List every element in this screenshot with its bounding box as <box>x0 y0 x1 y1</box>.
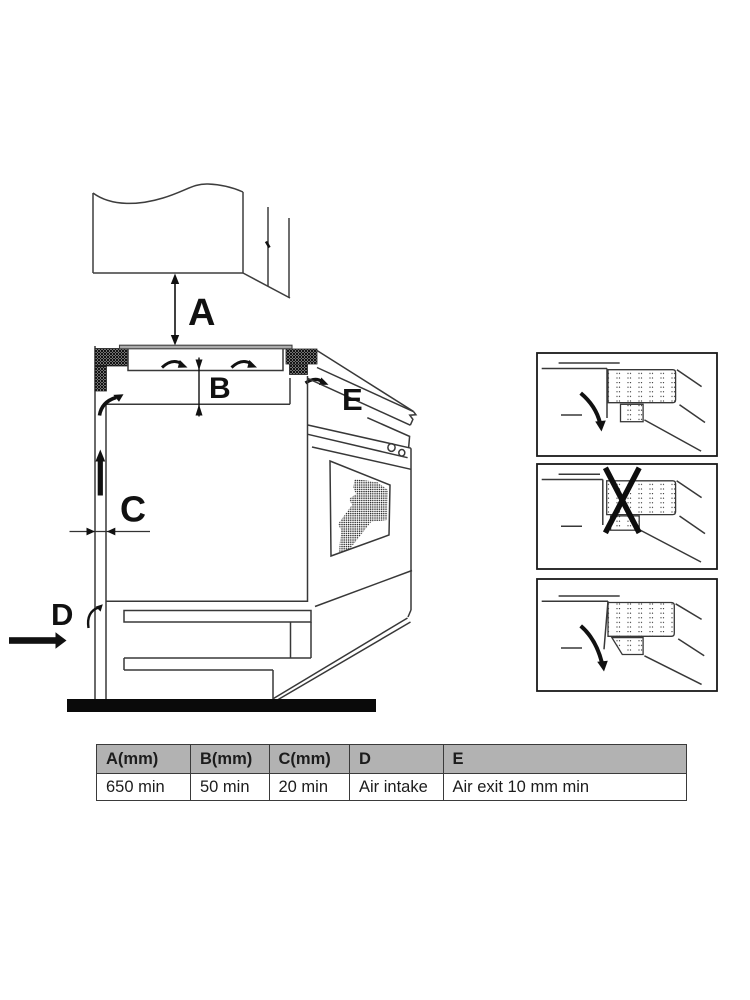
svg-text:E: E <box>342 382 363 417</box>
svg-text:D: D <box>51 597 73 632</box>
svg-text:A: A <box>188 292 215 334</box>
svg-text:C: C <box>120 489 146 530</box>
svg-text:B: B <box>209 372 231 405</box>
